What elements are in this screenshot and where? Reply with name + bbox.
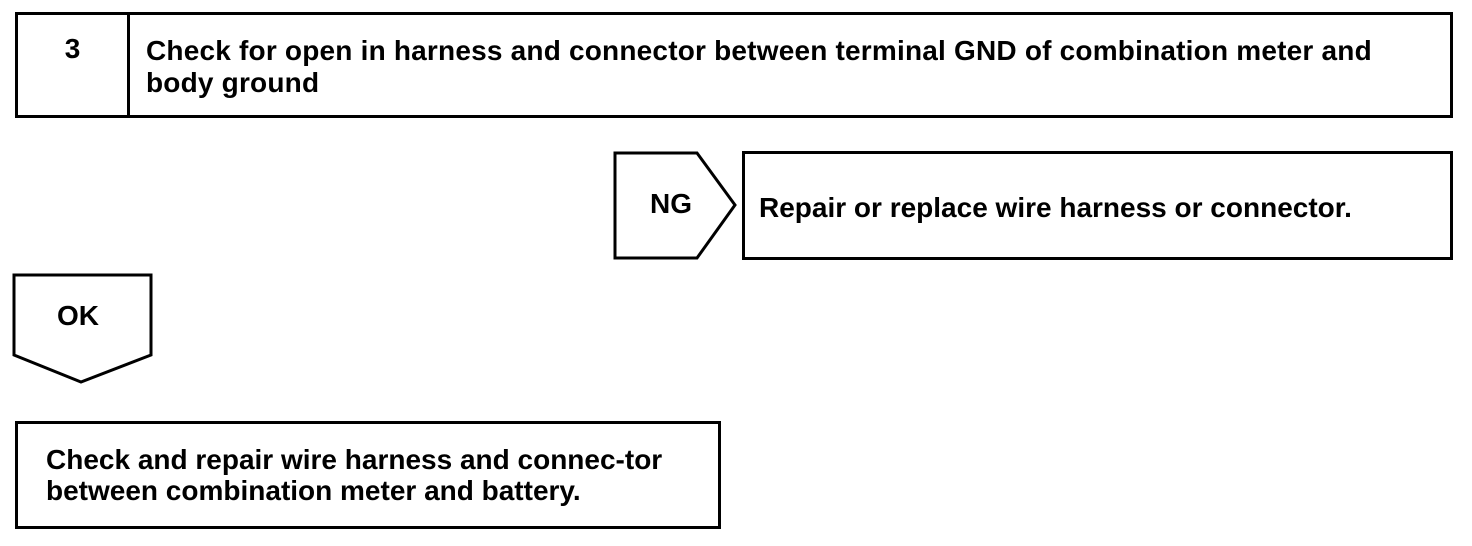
ng-label: NG: [650, 188, 692, 219]
step-title: Check for open in harness and connector …: [146, 35, 1372, 98]
ng-arrow-shape: [613, 151, 737, 260]
ok-result-text: Check and repair wire harness and connec…: [46, 444, 663, 506]
ng-result-text: Repair or replace wire harness or connec…: [759, 192, 1352, 223]
step-number: 3: [18, 15, 130, 115]
step-header-box: 3 Check for open in harness and connecto…: [15, 12, 1453, 118]
ok-label: OK: [57, 300, 99, 331]
ng-result-box: Repair or replace wire harness or connec…: [742, 151, 1453, 260]
ok-result-box: Check and repair wire harness and connec…: [15, 421, 721, 529]
ok-arrow-shape: [12, 273, 153, 384]
